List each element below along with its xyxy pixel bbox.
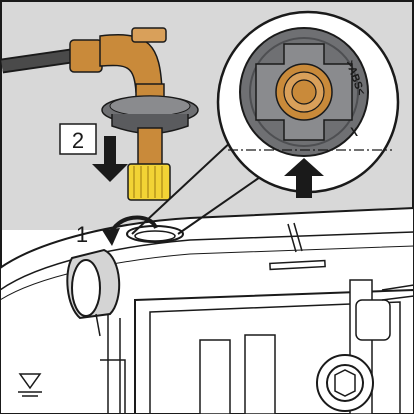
valve-disc: [101, 95, 199, 135]
rotate-arrow-icon: [102, 215, 158, 246]
step-1-label: 1: [76, 222, 88, 247]
svg-text:1: 1: [76, 222, 88, 247]
appliance-body: [0, 206, 414, 414]
brass-elbow-fitting: [69, 27, 167, 107]
x-marking: X: [350, 125, 358, 139]
floor-level-icon: [18, 373, 42, 397]
connector-nut: [127, 127, 171, 201]
svg-text:2: 2: [72, 128, 84, 153]
hose-end-cap: [66, 248, 121, 337]
arrow-up-icon: [284, 158, 324, 198]
arrow-down-icon: [92, 136, 128, 182]
detail-magnifier: >ABS< X: [216, 10, 400, 194]
step-2-label: 2: [59, 123, 97, 155]
